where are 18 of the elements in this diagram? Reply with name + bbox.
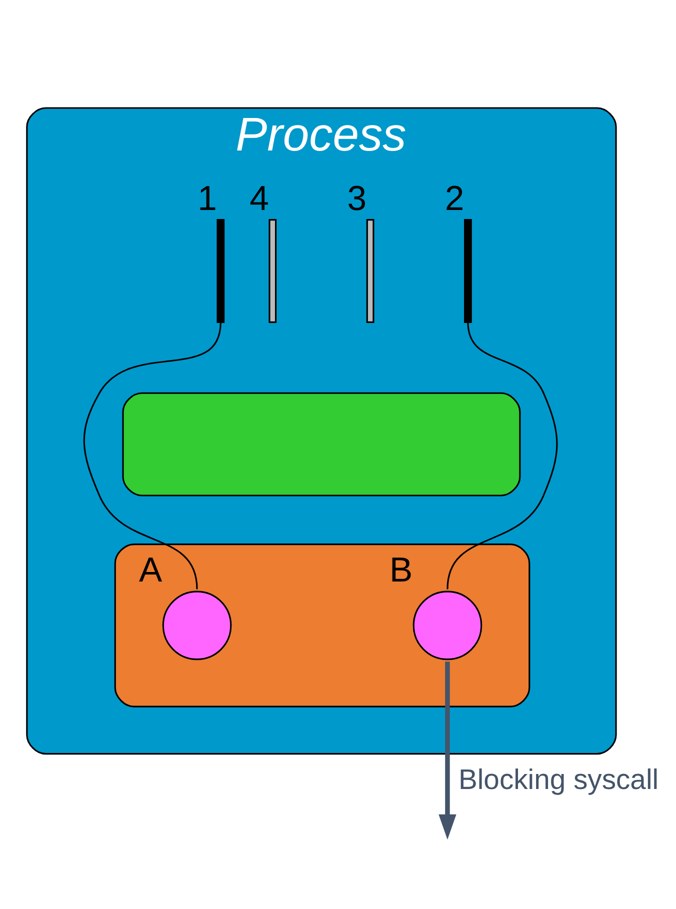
- node-label: 3: [347, 180, 367, 218]
- node-label: 1: [198, 180, 217, 218]
- node-circle: [162, 590, 232, 660]
- connector: [446, 322, 558, 590]
- node-label: 4: [250, 180, 269, 218]
- node-box: [122, 392, 521, 496]
- node-label: 2: [444, 180, 464, 218]
- arrow: [438, 662, 456, 840]
- cluster: [114, 544, 530, 708]
- node-zigzag: [216, 219, 225, 323]
- edge-label: Blocking syscall: [458, 764, 659, 796]
- node-label: A: [139, 551, 162, 590]
- node-zigzag: [268, 219, 277, 323]
- node-zigzag: [366, 219, 374, 323]
- node-zigzag: [464, 219, 472, 323]
- connector: [83, 322, 222, 590]
- node-circle: [412, 590, 482, 660]
- node-label: B: [389, 551, 413, 590]
